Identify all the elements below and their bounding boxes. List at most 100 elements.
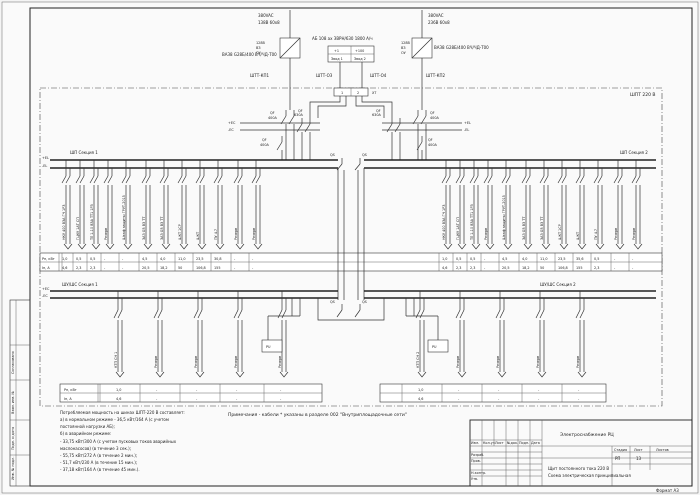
- top-left-i-9: 155: [214, 266, 220, 270]
- top-right-p-2: 0,5: [470, 257, 475, 261]
- low-right-i-1: -: [458, 397, 460, 401]
- source-right-charger: ВАЗ8 G28Б/400 ВЧ/ЧД-Т00: [434, 45, 489, 50]
- source-right-ac: 380VAC: [428, 13, 444, 18]
- stamp-stage-h: Стадия: [614, 448, 627, 452]
- bus-label-1: -EL: [42, 164, 47, 168]
- title-block: Изм. Кол.уч Лист №док. Подп. Дата Разраб…: [469, 419, 693, 487]
- top-right-p-10: -: [614, 257, 616, 261]
- battery-block: АБ 108 ах ЗВРН/630 1800 А/ч +1 +100 Звод…: [309, 36, 393, 118]
- feeder-top-left-label-3: Резерв: [104, 228, 108, 240]
- feeder-top-right-label-11: Резерв: [632, 228, 636, 240]
- feeder-low-left-label-4: Резерв: [278, 356, 282, 368]
- top-left-i-10: -: [234, 266, 236, 270]
- pu-right: PU: [432, 345, 437, 349]
- feeder-low-left-label-1: Резерв: [154, 356, 158, 368]
- feeder-top-right-label-2: ТЕ 1-10 ВЗА ТТ1 1РЗ: [470, 204, 474, 241]
- section-1-label: ШП Секция 1: [70, 150, 98, 155]
- feeder-low-left-label-3: Резерв: [234, 356, 238, 368]
- battery-a2: ШТТ-О4: [370, 73, 387, 78]
- top-left-i-7: 50: [178, 266, 182, 270]
- stamp-head-4: Подп.: [519, 441, 529, 445]
- battery-plus: +1: [334, 49, 339, 53]
- top-left-p-11: -: [252, 257, 254, 261]
- qf-main-4-rating: 400А: [430, 116, 439, 120]
- feeder-low-right-label-1: Резерв: [456, 356, 460, 368]
- low-left-p-4: -: [280, 388, 282, 392]
- feeder-top-right-6: ЗАЗ ОЗ ВЗ ТТ: [539, 160, 551, 250]
- top-left-p-2: 0,5: [90, 257, 95, 261]
- stamp-sheets-h: Листов: [656, 448, 669, 452]
- feeder-top-right-label-9: ПУ 4.7: [594, 229, 598, 240]
- stamp-sheet: 13: [636, 456, 642, 461]
- qf-main-1-name: QF: [270, 111, 275, 115]
- top-table-cells: 1,04,60,52,30,52,3----4,520,54,018,211,0…: [58, 253, 634, 271]
- battery-minus: +100: [355, 49, 364, 53]
- pu-left: PU: [266, 345, 271, 349]
- stamp-head-2: Лист: [495, 441, 504, 445]
- margin-label-0: Инв. № подл.: [11, 457, 15, 480]
- load-line-2: постоянной нагрузки АБ);: [60, 424, 115, 429]
- top-left-i-3: -: [104, 266, 106, 270]
- feeder-top-right-5: ЗАЗ ОЗ ВЗ ТТ: [521, 160, 533, 250]
- feeder-top-left-9: ПУ 4.7: [213, 160, 225, 250]
- battery-t2: 2: [357, 91, 359, 95]
- qf-sec-1-name: QF: [262, 138, 267, 142]
- source-right: 380VAC 236В 60х8 128В ВЗ ОУ ВАЗ8 G28Б/40…: [401, 10, 489, 110]
- feeders-low-left: КТП СН 1 Резерв Резерв Резерв Резерв: [113, 291, 289, 378]
- feeder-low-left-label-2: Резерв: [194, 356, 198, 368]
- feeder-top-left-label-4: Шкаф защиты ГРУТ-2015: [122, 195, 126, 240]
- top-right-p-4: 4,5: [502, 257, 507, 261]
- lower-sec2-label: ШУ/ШС Секция 2: [540, 282, 576, 287]
- feeder-top-left-label-11: Резерв: [252, 228, 256, 240]
- top-left-p-5: 4,5: [142, 257, 147, 261]
- low-right-p-4: -: [578, 388, 580, 392]
- bus-mid-0: +EC: [228, 121, 236, 125]
- feeder-low-left-label-0: КТП СН 1: [114, 352, 118, 368]
- top-right-p-7: 23,5: [558, 257, 566, 261]
- top-right-i-5: 18,2: [522, 266, 530, 270]
- top-right-i-8: 155: [576, 266, 582, 270]
- feeder-top-right-4: Шкаф защиты ГРУТ-2015: [501, 160, 513, 250]
- source-left-panel: ШТТ-КП1: [250, 73, 269, 78]
- top-left-i-4: -: [122, 266, 124, 270]
- feeder-low-right-label-2: Резерв: [496, 356, 500, 368]
- source-left-ac2: 138В 60х8: [258, 20, 280, 25]
- feeder-low-right-4: Резерв: [575, 291, 587, 378]
- qf-main-3-name: QF: [376, 109, 381, 113]
- feeder-top-left-0: НКУ 400 ВЗА ГЧ 1РЗ: [61, 160, 73, 250]
- feeder-top-left-11: Резерв: [251, 160, 263, 250]
- margin-label-3: Согласовано: [11, 351, 15, 374]
- top-right-i-1: 2,3: [456, 266, 461, 270]
- source-left-ac: 380VAC: [258, 13, 274, 18]
- top-right-i-3: -: [484, 266, 486, 270]
- top-right-i-9: 2,3: [594, 266, 599, 270]
- low-left-p-3: -: [236, 388, 238, 392]
- lower-dc-buses: +EC -EC ШУ/ШС Секция 1 ШУ/ШС Секция 2 QS…: [42, 282, 656, 321]
- source-left-rect-0: 128В: [256, 41, 265, 45]
- left-margin-strip: Инв. № подл. Подп. и дата Взам. инв. № С…: [9, 299, 31, 487]
- low-left-p-2: -: [196, 388, 198, 392]
- battery-a1: ШТТ-ОЗ: [316, 73, 333, 78]
- load-line-6: - 55,75 кВт/272 А (в течение 2 мин.);: [60, 453, 137, 458]
- top-right-i-7: 106,8: [558, 266, 568, 270]
- stamp-stage: РП: [615, 456, 620, 461]
- low-right-p-0: 1,0: [418, 388, 423, 392]
- feeder-top-left-label-10: Резерв: [234, 228, 238, 240]
- source-right-rect-2: ОУ: [401, 51, 407, 55]
- stamp-sheet-title-2: Схема электрическая принципиальная: [548, 473, 631, 478]
- feeder-top-left-6: ЗАЗ ОЗ ВЗ ТТ: [159, 160, 171, 250]
- top-right-p-11: -: [632, 257, 634, 261]
- top-right-p-6: 11,0: [540, 257, 548, 261]
- source-left: 380VAC 138В 60х8 128В ВЗ ОУ ВАЗ8 G28Б/40…: [222, 10, 301, 110]
- stamp-role-0: Разраб.: [471, 453, 484, 457]
- top-left-p-1: 0,5: [76, 257, 81, 261]
- stamp-sheet-h: Лист: [634, 448, 643, 452]
- source-left-rect-2: ОУ: [256, 51, 262, 55]
- low-left-p-1: -: [156, 388, 158, 392]
- feeder-top-right-label-0: НКУ 400 ВЗА ГЧ 1РЗ: [442, 205, 446, 240]
- feeder-top-left-5: ЗАЗ ОЗ ВЗ ТТ: [141, 160, 153, 250]
- feeder-top-right-9: ПУ 4.7: [593, 160, 605, 250]
- feeder-low-left-2: Резерв: [193, 291, 205, 378]
